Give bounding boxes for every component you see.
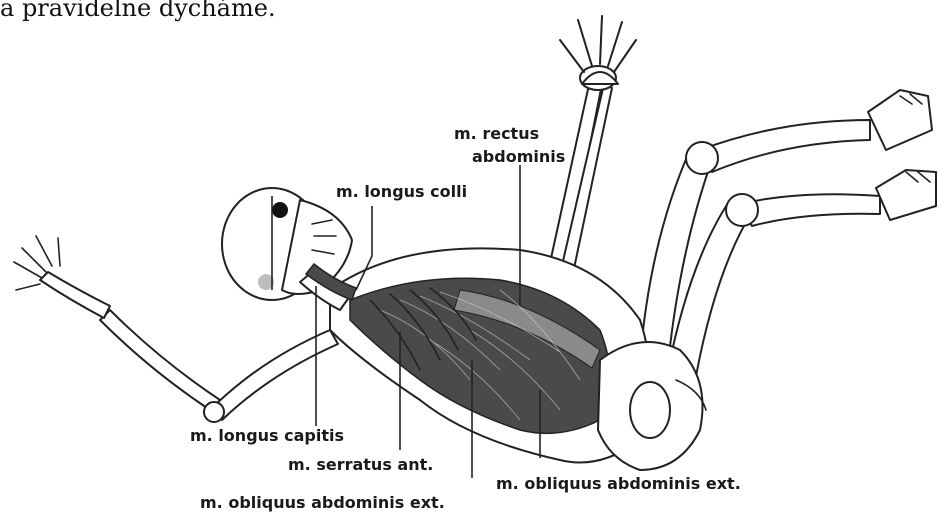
legs xyxy=(640,90,936,376)
marker-dark-dot xyxy=(272,202,288,218)
label-rectus-line2: abdominis xyxy=(472,147,565,166)
label-longus-colli: m. longus colli xyxy=(336,182,467,201)
label-obliquus-right: m. obliquus abdominis ext. xyxy=(496,474,741,493)
head xyxy=(222,188,356,310)
label-serratus: m. serratus ant. xyxy=(288,455,433,474)
label-longus-capitis: m. longus capitis xyxy=(190,426,344,445)
label-obliquus-bottom: m. obliquus abdominis ext. xyxy=(200,493,445,512)
label-rectus-line1: m. rectus xyxy=(454,124,539,143)
pelvis xyxy=(598,342,706,470)
